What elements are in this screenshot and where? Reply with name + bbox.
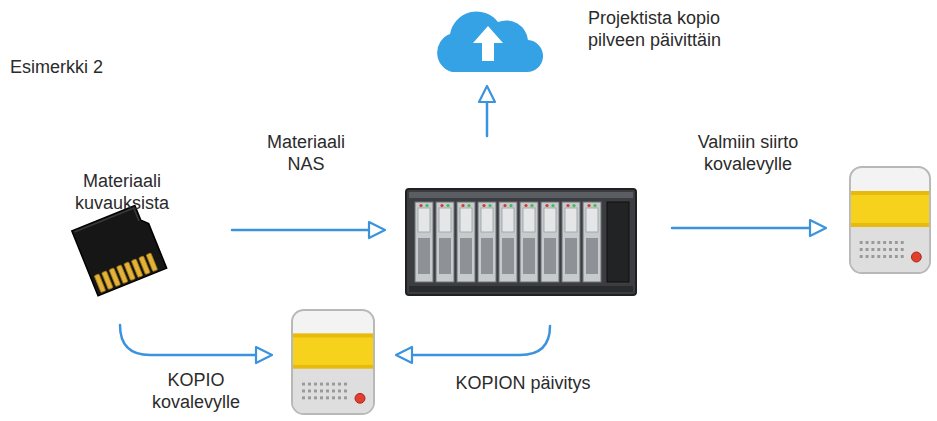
node-caption: Projektista kopio pilveen päivittäin: [588, 8, 728, 51]
nas-server-icon: [405, 188, 637, 296]
node-caption: Materiaali kuvauksista: [57, 171, 187, 214]
edge-label: Valmiin siirto kovalevylle: [673, 132, 823, 175]
hard-drive-icon: [290, 308, 376, 416]
flow-arrow: [396, 326, 550, 363]
cloud-icon: [430, 8, 546, 74]
edge-label: KOPION päivitys: [423, 373, 623, 395]
hard-drive-node: [290, 308, 376, 416]
nas-server-node: [405, 188, 637, 296]
flow-arrow: [232, 222, 385, 238]
edge-label: Materiaali NAS: [246, 132, 366, 175]
diagram-title: Esimerkki 2: [10, 57, 103, 78]
edge-label: KOPIO kovalevylle: [136, 370, 256, 413]
sd-card-node: Materiaali kuvauksista: [62, 183, 182, 303]
hard-drive-node: [848, 165, 932, 275]
flow-arrow: [120, 325, 272, 363]
flow-arrow: [479, 86, 495, 136]
cloud-node: Projektista kopio pilveen päivittäin: [430, 8, 546, 74]
hard-drive-icon: [848, 165, 932, 275]
flow-arrow: [672, 220, 826, 236]
